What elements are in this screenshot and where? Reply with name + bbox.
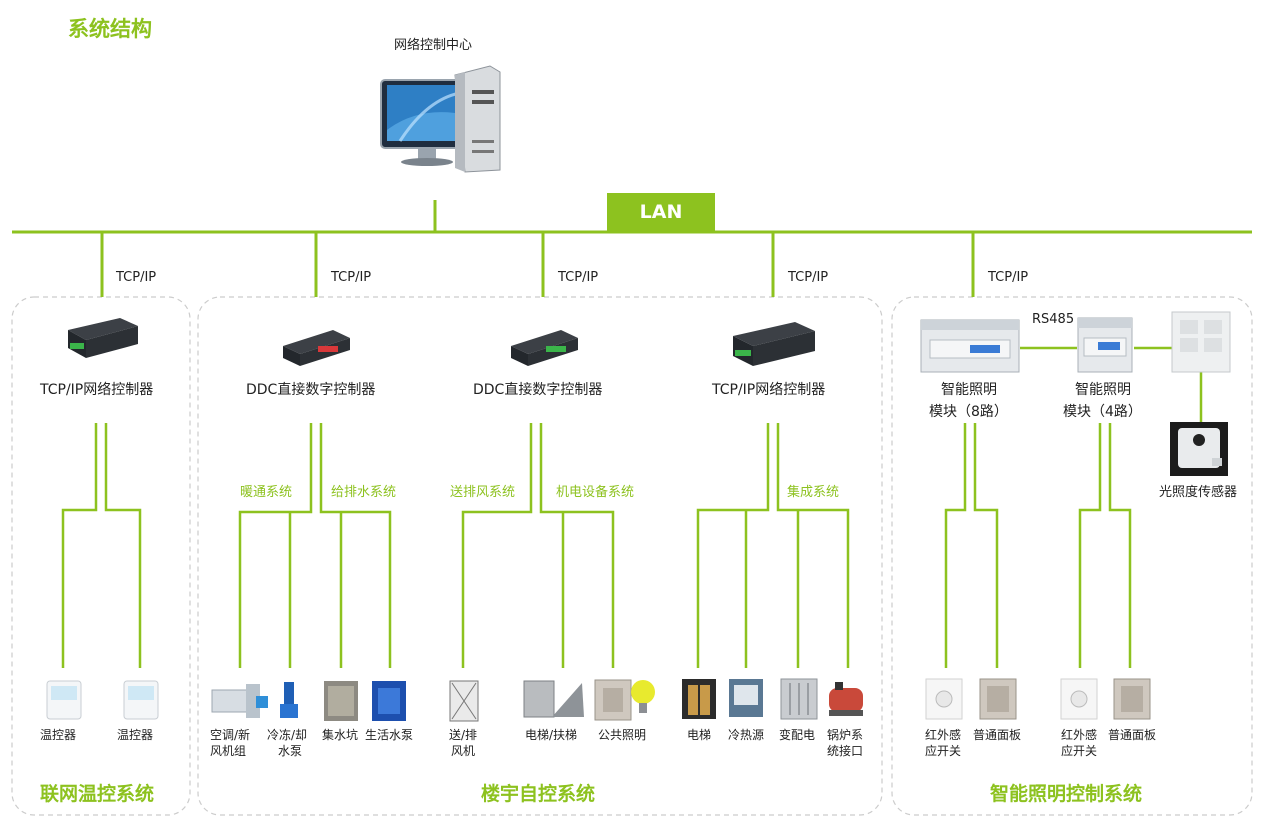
rs485-label: RS485: [1032, 312, 1075, 327]
subsystem-mech: 机电设备系统: [556, 485, 635, 500]
sump-icon: [324, 681, 358, 721]
lighting-module-4-label-2: 模块（4路）: [1063, 404, 1142, 420]
device-elevator-escalator: 电梯/扶梯: [525, 728, 578, 742]
lighting-module-4-label-1: 智能照明: [1075, 382, 1131, 398]
controller-3-label: DDC直接数字控制器: [473, 382, 603, 398]
device-domestic-pump: 生活水泵: [365, 728, 414, 742]
lan-label: LAN: [607, 193, 715, 231]
controller-3-icon: [511, 330, 578, 366]
thermostat-2-icon: [123, 680, 159, 720]
domestic-pump-icon: [372, 681, 406, 721]
device-ahu-line2: 风机组: [210, 744, 247, 758]
power-distribution-icon: [780, 678, 818, 720]
subsystem-vent: 送排风系统: [450, 485, 516, 500]
panel-4-icon: [1113, 678, 1151, 720]
control-center-label: 网络控制中心: [394, 38, 473, 53]
controller-2-icon: [283, 330, 350, 366]
device-power-distribution: 变配电: [779, 728, 816, 742]
boiler-icon: [829, 682, 863, 716]
tcpip-label-4: TCP/IP: [788, 270, 829, 285]
ir-switch-8-icon: [925, 678, 963, 720]
tcpip-label-3: TCP/IP: [558, 270, 599, 285]
controller-2-label: DDC直接数字控制器: [246, 382, 376, 398]
controller-1-label: TCP/IP网络控制器: [40, 382, 154, 398]
device-boiler-line2: 统接口: [827, 744, 864, 758]
ir-switch-4-icon: [1060, 678, 1098, 720]
device-public-lighting: 公共照明: [598, 728, 647, 742]
device-ir-switch-8-line2: 应开关: [925, 744, 962, 758]
heat-source-icon: [729, 679, 763, 717]
thermostat-1-icon: [46, 680, 82, 720]
device-sump: 集水坑: [322, 728, 359, 742]
group-title-bas: 楼宇自控系统: [481, 783, 596, 805]
elevator-icon: [682, 679, 716, 719]
tcpip-label-2: TCP/IP: [331, 270, 372, 285]
device-fan-line1: 送/排: [449, 728, 478, 742]
device-fan-line2: 风机: [451, 744, 476, 758]
subsystem-hvac: 暖通系统: [240, 485, 293, 500]
touch-panel-icon: [1171, 311, 1231, 373]
frame-bas: [197, 296, 883, 816]
group-title-lighting: 智能照明控制系统: [990, 783, 1143, 805]
fan-icon: [449, 680, 479, 722]
elevator-escalator-icon: [523, 680, 584, 718]
controller-4-label: TCP/IP网络控制器: [712, 382, 826, 398]
lighting-module-8-label-1: 智能照明: [941, 382, 997, 398]
branch-lines: [61, 346, 1203, 668]
device-thermostat-2: 温控器: [117, 728, 154, 742]
device-panel-8: 普通面板: [973, 728, 1022, 742]
pump-icon: [280, 682, 298, 718]
lighting-module-8-icon: [920, 319, 1020, 373]
panel-8-icon: [979, 678, 1017, 720]
device-ir-switch-8-line1: 红外感: [925, 728, 962, 742]
device-pump-line2: 水泵: [278, 744, 303, 758]
computer-icon: [380, 65, 501, 173]
lan-bus: [12, 200, 1252, 297]
lighting-module-4-icon: [1077, 317, 1133, 373]
device-ir-switch-4-line2: 应开关: [1061, 744, 1098, 758]
device-heat-source: 冷热源: [728, 728, 765, 742]
device-panel-4: 普通面板: [1108, 728, 1157, 742]
lux-sensor-icon: [1170, 422, 1228, 476]
controller-4-icon: [733, 322, 815, 366]
tcpip-label-1: TCP/IP: [116, 270, 157, 285]
device-pump-line1: 冷冻/却: [267, 728, 308, 742]
public-lighting-icon: [594, 679, 655, 721]
group-title-thermo: 联网温控系统: [40, 783, 155, 805]
subsystem-integration: 集成系统: [787, 485, 840, 500]
device-boiler-line1: 锅炉系: [827, 728, 864, 742]
ahu-icon: [211, 684, 268, 718]
subsystem-water: 给排水系统: [331, 485, 397, 500]
page-title: 系统结构: [68, 17, 152, 41]
device-thermostat-1: 温控器: [40, 728, 77, 742]
device-elevator: 电梯: [687, 728, 712, 742]
lighting-module-8-label-2: 模块（8路）: [929, 404, 1008, 420]
lux-sensor-label: 光照度传感器: [1159, 485, 1238, 500]
tcpip-label-5: TCP/IP: [988, 270, 1029, 285]
device-ahu-line1: 空调/新: [210, 728, 251, 742]
frame-thermo: [11, 296, 191, 816]
device-ir-switch-4-line1: 红外感: [1061, 728, 1098, 742]
frame-lighting: [891, 296, 1253, 816]
controller-1-icon: [68, 318, 138, 358]
